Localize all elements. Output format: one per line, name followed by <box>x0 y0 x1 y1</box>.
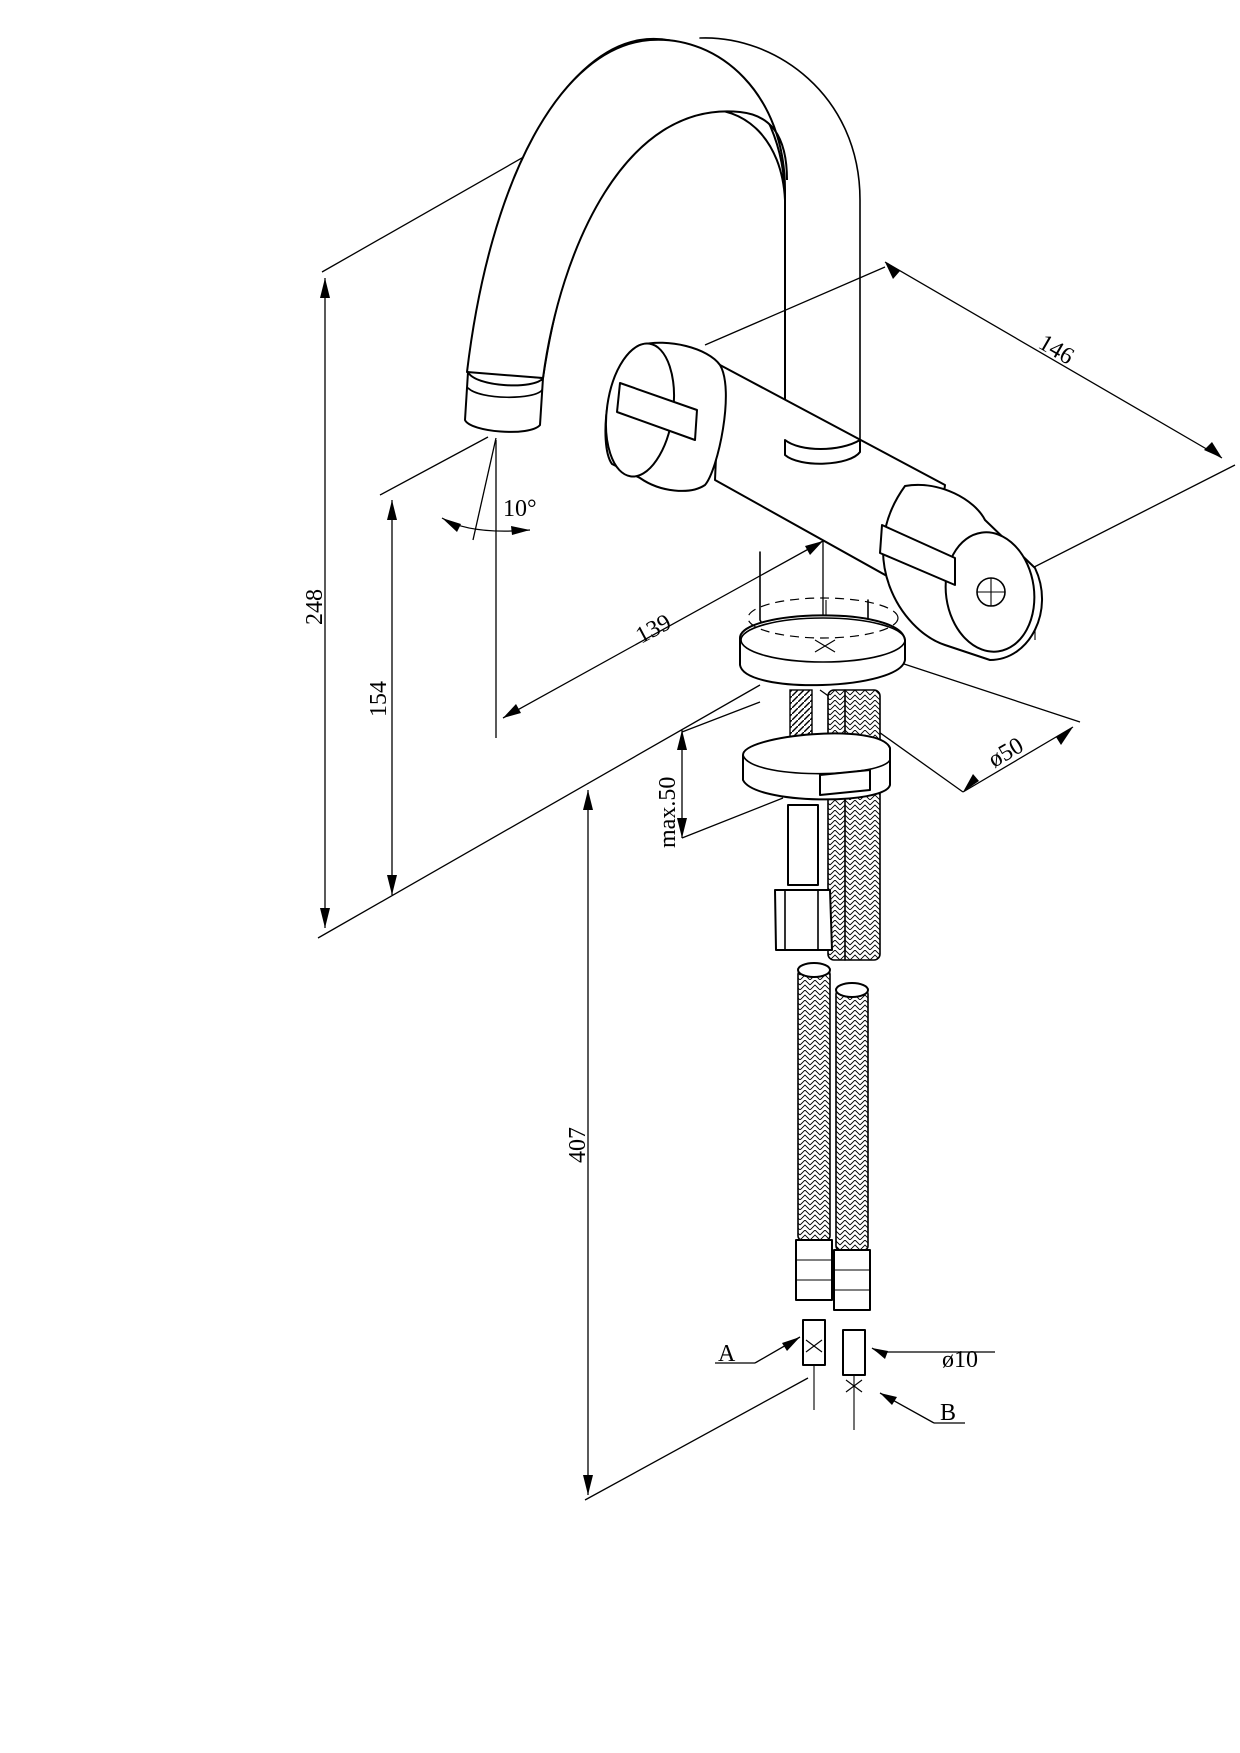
hose-fittings <box>795 1239 871 1430</box>
dimension-labels: 248 154 10° 139 146 ø50 max.50 407 ø10 A… <box>302 330 1078 1426</box>
aerator <box>464 371 544 433</box>
spout <box>466 37 861 441</box>
spout-collar <box>784 439 861 465</box>
inlet-label-a: A <box>718 1341 736 1367</box>
inlet-label-b: B <box>940 1400 956 1426</box>
right-handle <box>879 483 1044 661</box>
dimension-arrowheads <box>320 262 1222 1495</box>
dim-spout-angle: 10° <box>503 496 537 522</box>
upper-hoses <box>827 689 881 961</box>
mounting-washer <box>742 732 891 801</box>
dim-handle-span: 146 <box>1034 330 1078 371</box>
base-ring <box>739 597 906 687</box>
dim-base-diameter: ø50 <box>984 733 1028 774</box>
dim-max-thickness: max.50 <box>655 777 681 848</box>
dim-hose-length: 407 <box>565 1127 591 1163</box>
dim-hose-diameter: ø10 <box>942 1347 978 1373</box>
left-handle <box>604 341 727 492</box>
dim-spout-height: 154 <box>366 681 392 717</box>
dim-overall-height: 248 <box>302 589 328 625</box>
nut-and-riser <box>774 804 833 951</box>
lower-hoses <box>797 962 869 1251</box>
